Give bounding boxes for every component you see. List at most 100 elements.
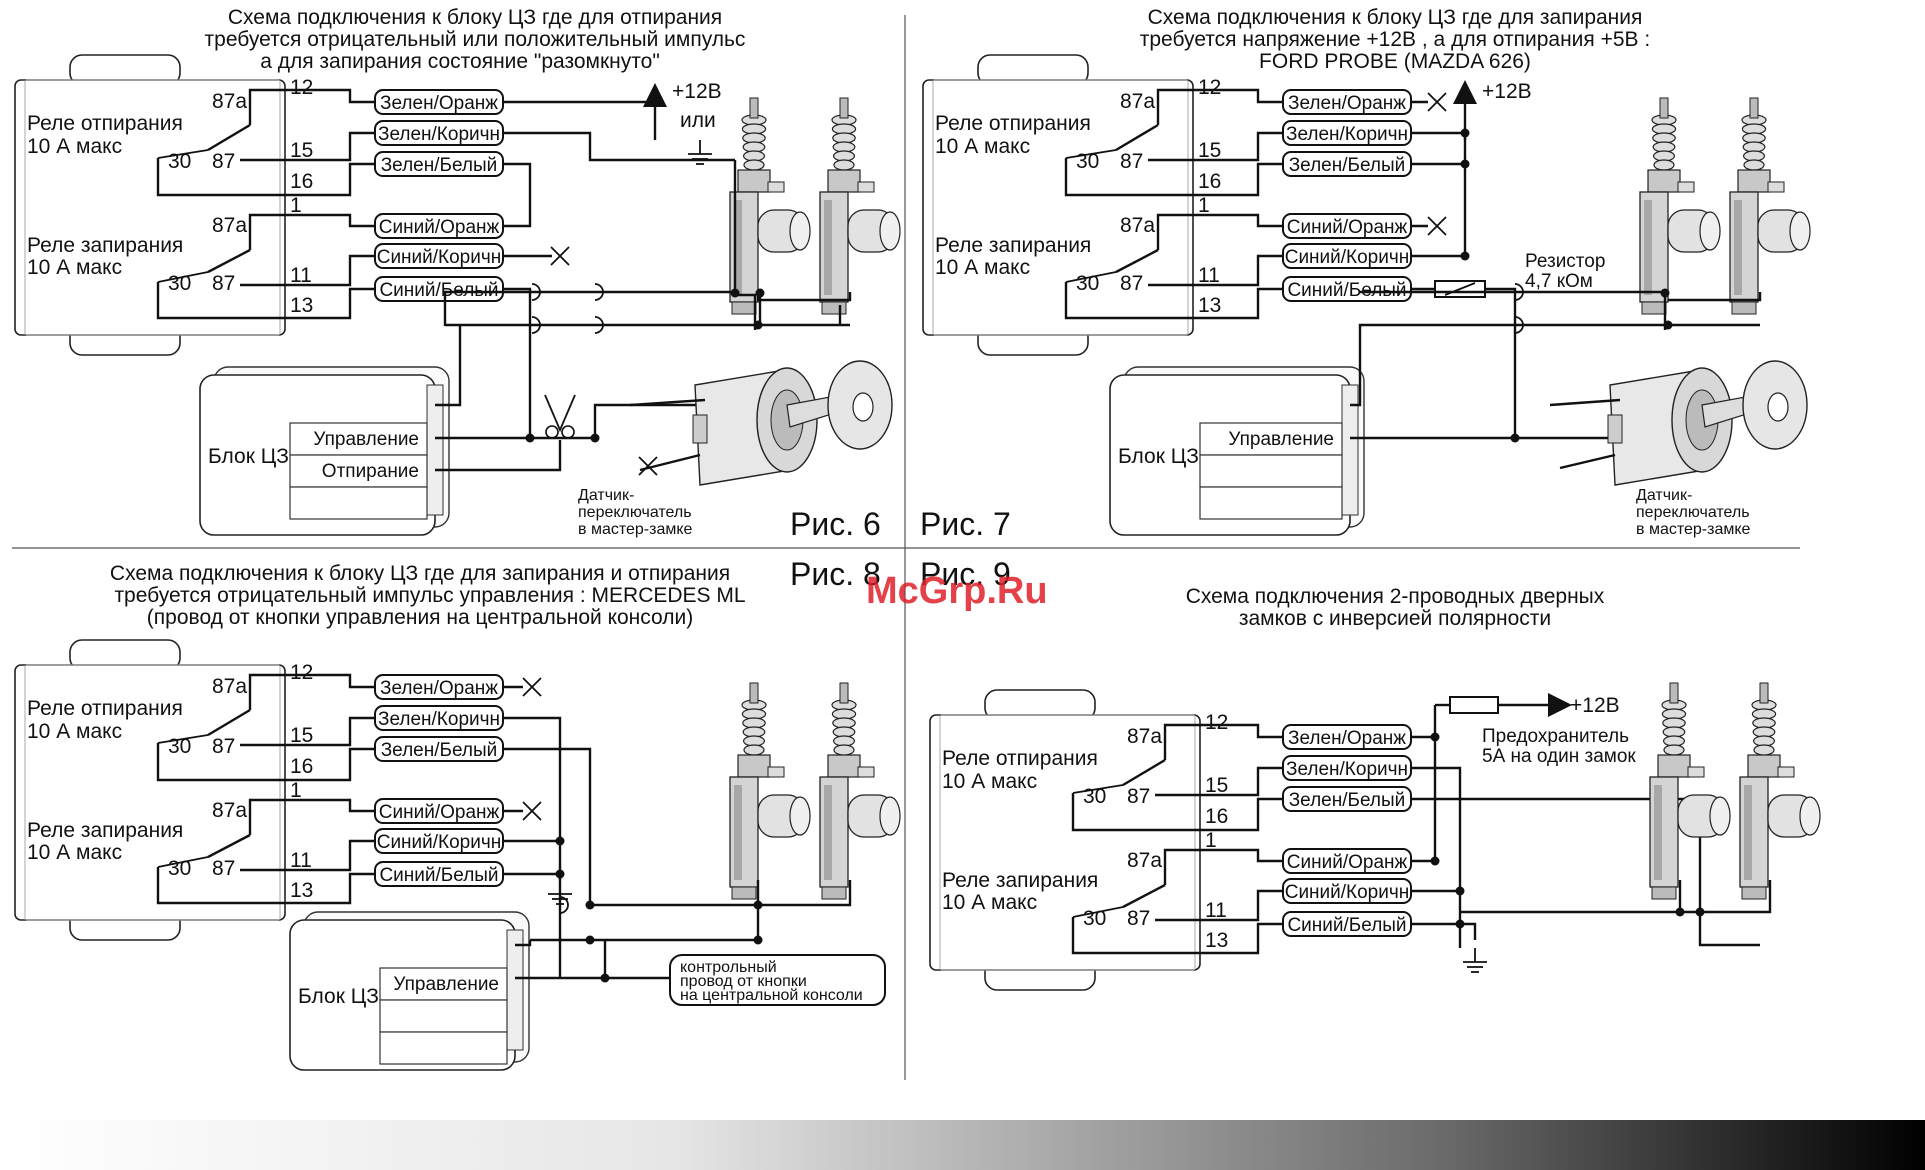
junction-dot: [1430, 856, 1440, 866]
junction-dot: [1430, 732, 1440, 742]
panel-fig9: Схема подключения 2-проводных дверныхзам…: [929, 585, 1821, 991]
cl-block-label: Блок ЦЗ: [1118, 445, 1199, 468]
actuator-collar: [1657, 754, 1691, 778]
callout-label: контрольный: [680, 959, 777, 976]
actuator-rod: [839, 97, 849, 119]
actuator-bellows: [1653, 159, 1675, 171]
wire-run: [1559, 453, 1616, 470]
actuator-collar: [1747, 754, 1781, 778]
wire-color-label: Зелен/Белый: [1289, 155, 1406, 176]
actuator-base: [821, 301, 847, 315]
wire-crossing-hop: [594, 283, 604, 301]
actuator-motor-end: [1799, 796, 1821, 836]
cl-block-row: [289, 422, 428, 456]
actuator-bellows: [1743, 159, 1765, 171]
wire-run: [1193, 213, 1283, 228]
wire-run: [1200, 889, 1283, 922]
power-label: +12В: [672, 80, 722, 103]
pin-11: 11: [290, 264, 312, 287]
panel-fig8: Схема подключения к блоку ЦЗ где для зап…: [14, 562, 901, 1071]
actuator-shade: [824, 200, 832, 295]
relay-wire: [1064, 282, 1193, 320]
actuator-tab: [857, 181, 875, 193]
wire-run: [1411, 922, 1477, 940]
pin-13: 13: [290, 879, 313, 902]
wire-color-label: Синий/Оранж: [379, 217, 500, 238]
wire-run: [1193, 131, 1283, 162]
actuator-tab: [1777, 766, 1795, 778]
lock-switch: [1607, 414, 1623, 444]
wire-run: [285, 213, 375, 228]
relay-wire: [156, 282, 285, 320]
junction-dot: [1660, 288, 1670, 298]
wire-run: [1193, 287, 1283, 320]
or-label: или: [680, 109, 716, 132]
actuator-tab: [1767, 181, 1785, 193]
pin-16: 16: [290, 170, 313, 193]
cl-block-row-label: Управление: [393, 974, 499, 995]
watermark-logo: McGrp.Ru: [866, 570, 1048, 612]
relay-wire: [156, 867, 285, 905]
wire-color-label: Синий/Белый: [1287, 915, 1406, 936]
fuse-label: Предохранитель: [1482, 726, 1629, 747]
actuator-motor-end: [1709, 796, 1731, 836]
fuse-icon: [1449, 696, 1499, 714]
pin-12: 12: [290, 76, 313, 99]
callout-label: провод от кнопки: [680, 973, 807, 990]
panel-title: а для запирания состояние "разомкнуто": [260, 50, 660, 73]
relay-arm: [207, 833, 251, 859]
pin-12: 12: [1205, 711, 1228, 734]
actuator-collar: [737, 754, 771, 778]
wire-color-label: Синий/Коричн: [1285, 247, 1410, 268]
actuator-motor-end: [789, 211, 811, 251]
panel-title: требуется отрицательный импульс управлен…: [114, 584, 745, 607]
wire-crossing-hop: [1514, 316, 1524, 334]
wire-color-label: Зелен/Оранж: [380, 93, 498, 114]
junction-dot: [585, 935, 595, 945]
wire-run: [285, 872, 375, 905]
cl-block-row-label: Отпирание: [322, 461, 419, 482]
relay-lock-rating: 10 А макс: [942, 891, 1037, 914]
relay-lock-label: Реле запирания: [27, 234, 183, 257]
wire-color-label: Синий/Белый: [379, 865, 498, 886]
wire-run: [1411, 705, 1437, 739]
pin-15: 15: [290, 724, 313, 747]
relay-wire: [156, 158, 285, 197]
sensor-label: Датчик-: [578, 487, 634, 504]
junction-dot: [753, 935, 763, 945]
actuator-tab: [1687, 766, 1705, 778]
junction-dot: [1675, 907, 1685, 917]
relay-wire: [1156, 213, 1193, 225]
wire-crossing-hop: [531, 283, 541, 301]
pin-87: 87: [212, 735, 235, 758]
bottom-gradient-strip: [0, 1120, 1925, 1170]
relay-wire: [248, 798, 285, 810]
panel-fig6: Схема подключения к блоку ЦЗ где для отп…: [14, 6, 901, 538]
wire-color-label: Зелен/Оранж: [1288, 728, 1406, 749]
wire-run: [733, 160, 757, 325]
relay-lock-label: Реле запирания: [935, 234, 1091, 257]
wire-run: [1193, 254, 1283, 287]
pin-87a: 87a: [1127, 849, 1162, 872]
actuator-base: [731, 886, 757, 900]
lock-switch: [692, 414, 708, 444]
junction-dot: [755, 288, 765, 298]
pin-15: 15: [1198, 139, 1221, 162]
relay-arm: [207, 248, 251, 274]
relay-wire: [248, 673, 285, 685]
cl-block-row-label: Управление: [313, 429, 419, 450]
actuator-collar: [827, 754, 861, 778]
wire-run: [285, 88, 375, 104]
pin-1: 1: [290, 779, 302, 802]
actuator-bellows: [833, 159, 855, 171]
relay-wire: [1072, 784, 1124, 794]
pin-15: 15: [290, 139, 313, 162]
wire-run: [1193, 162, 1283, 197]
wire-crossing-hop: [559, 896, 569, 914]
pin-87a: 87a: [212, 90, 247, 113]
wire-run: [1200, 797, 1283, 832]
wire-run: [285, 716, 375, 747]
relay-wire: [1065, 271, 1117, 283]
pin-87a: 87a: [212, 799, 247, 822]
cut-mark: [1427, 216, 1447, 236]
